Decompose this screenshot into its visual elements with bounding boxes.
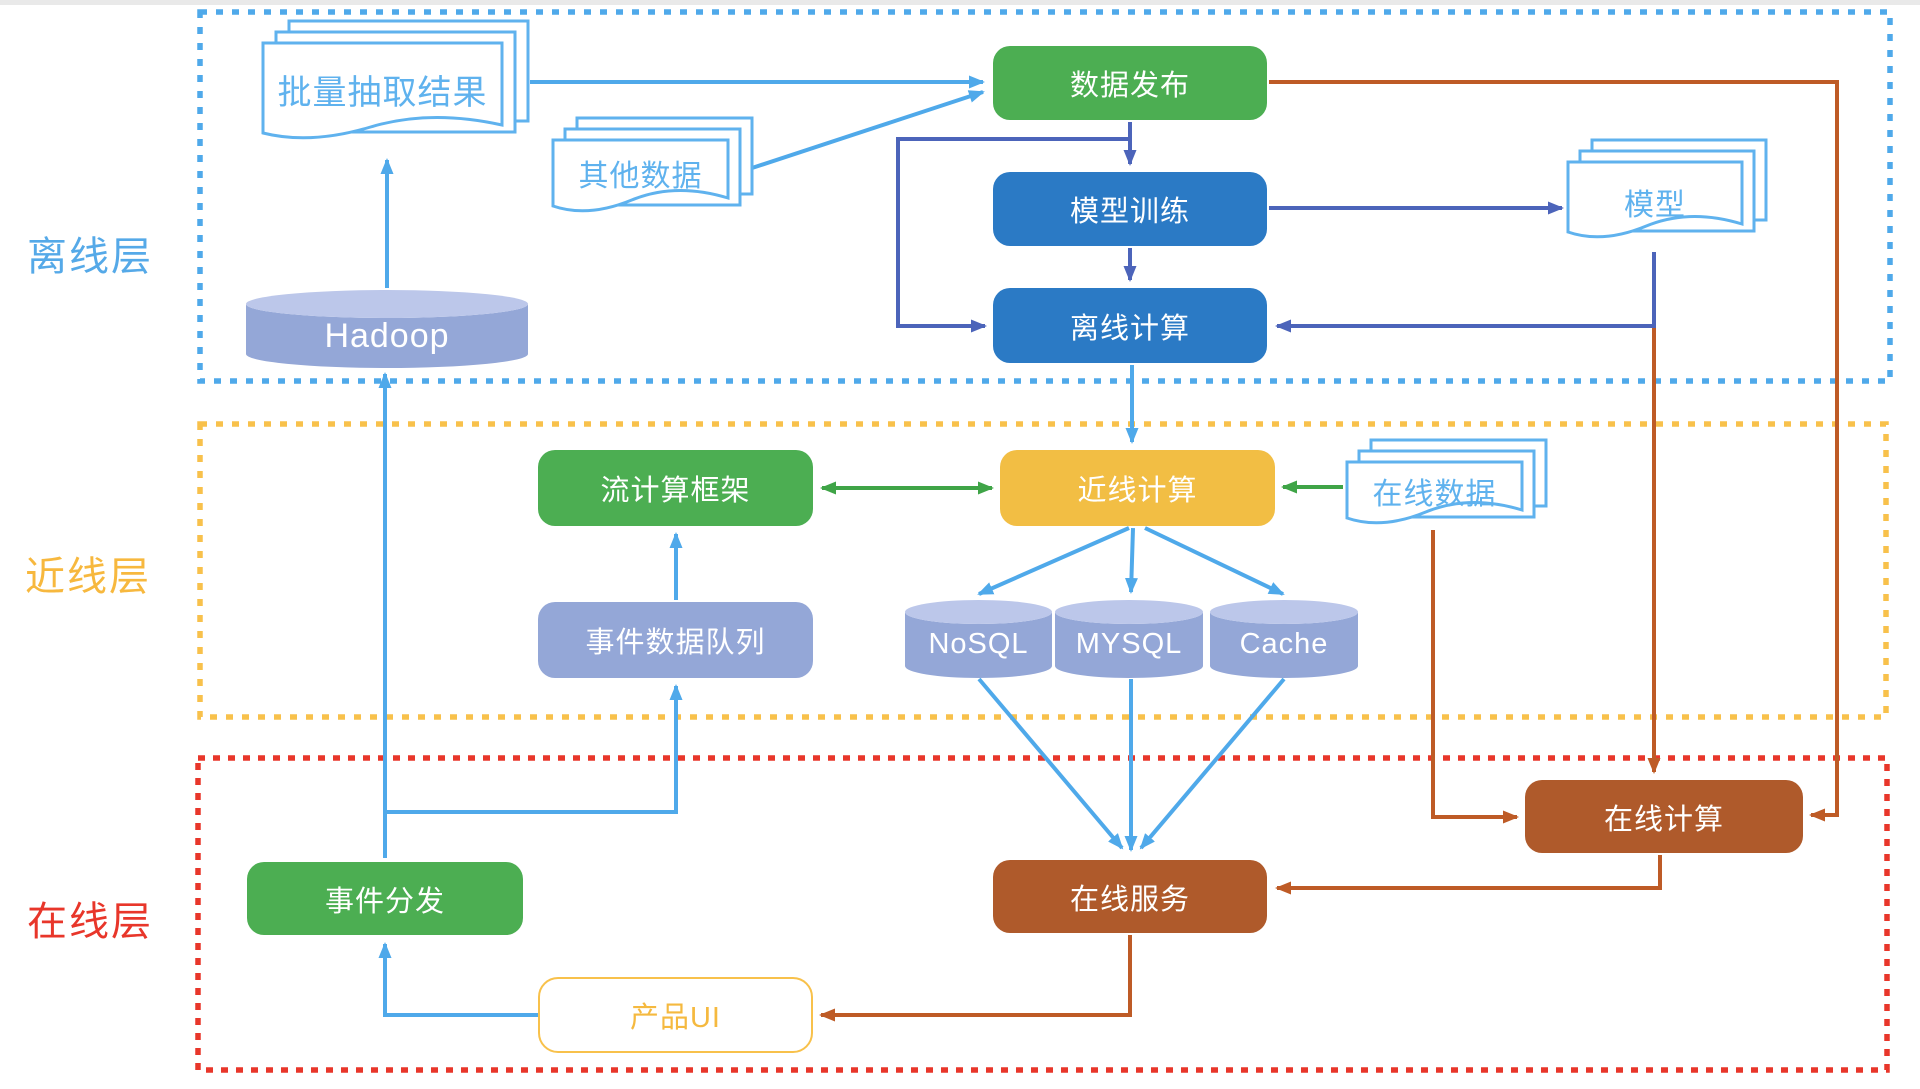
arrow-data-publish-to-offline-compute — [896, 137, 1130, 333]
arrow-event-dispatch-to-event-queue — [385, 684, 683, 814]
arrow-online-data-to-online-compute — [1431, 530, 1519, 824]
node-label: 事件分发 — [324, 885, 445, 918]
cylinder-mysql-label: MYSQL — [1075, 627, 1183, 660]
node-label: 模型训练 — [1069, 196, 1190, 228]
node-online-service: 在线服务 — [993, 860, 1267, 933]
doc-model-label: 模型 — [1624, 189, 1686, 222]
node-online-compute: 在线计算 — [1525, 780, 1803, 853]
cylinder-cache-label: Cache — [1239, 627, 1329, 660]
arrow-nearline-to-cache — [1144, 526, 1285, 596]
cylinder-nosql-label: NoSQL — [928, 627, 1029, 660]
node-event-dispatch: 事件分发 — [247, 862, 523, 935]
online-layer-label: 在线层 — [27, 900, 153, 944]
node-label: 近线计算 — [1077, 475, 1198, 507]
arrow-product-ui-to-event-dispatch — [378, 942, 540, 1017]
cylinder-cache — [1210, 600, 1358, 678]
cylinder-nosql — [905, 600, 1052, 678]
online-layer-border — [195, 755, 1890, 1073]
node-nearline-compute: 近线计算 — [1000, 450, 1275, 526]
lightblue-arrows — [378, 75, 1286, 1017]
node-label: 流计算框架 — [600, 475, 751, 507]
node-label: 在线计算 — [1603, 803, 1724, 836]
cylinder-hadoop-label: Hadoop — [324, 316, 450, 355]
arrow-model-to-offline-compute — [1275, 252, 1656, 333]
arrow-data-publish-to-online-compute — [1269, 80, 1839, 822]
doc-batch-extract-result — [261, 19, 530, 140]
doc-main-page — [261, 41, 504, 140]
node-label: 事件数据队列 — [585, 627, 766, 659]
offline-layer-border — [197, 9, 1893, 384]
nearline-layer-border — [197, 421, 1889, 720]
doc-model — [1566, 138, 1768, 239]
node-model-training: 模型训练 — [993, 172, 1267, 246]
doc-online-data — [1345, 438, 1548, 525]
doc-other-data — [551, 116, 754, 213]
nearline-layer-label: 近线层 — [25, 555, 151, 599]
doc-other-data-label: 其他数据 — [578, 160, 703, 193]
doc-main-page — [1566, 160, 1744, 239]
arrow-online-compute-to-online-service — [1275, 855, 1662, 895]
cylinder-mysql — [1055, 600, 1203, 678]
node-event-queue: 事件数据队列 — [538, 602, 813, 678]
doc-online-data-label: 在线数据 — [1372, 478, 1497, 511]
arrow-nearline-to-nosql — [977, 526, 1130, 596]
node-stream-framework: 流计算框架 — [538, 450, 813, 526]
offline-layer-label: 离线层 — [27, 235, 153, 279]
node-label: 离线计算 — [1069, 312, 1190, 345]
node-label: 在线服务 — [1069, 883, 1190, 916]
orange-arrows — [819, 80, 1839, 1022]
doc-main-page — [1345, 460, 1524, 525]
arrow-nosql-to-online-service — [977, 677, 1124, 850]
node-product-ui: 产品UI — [538, 977, 813, 1053]
arrow-other-data-to-data-publish — [751, 90, 985, 170]
cylinder-hadoop — [246, 290, 528, 368]
window-top-strip — [0, 0, 1920, 5]
node-label: 产品UI — [629, 1002, 721, 1034]
arrow-nearline-to-mysql — [1124, 527, 1138, 594]
doc-batch-extract-label: 批量抽取结果 — [277, 73, 488, 112]
arrow-online-service-to-product-ui — [819, 935, 1132, 1022]
arrow-cache-to-online-service — [1139, 677, 1286, 850]
doc-main-page — [551, 138, 730, 213]
slate-arrows — [896, 122, 1656, 333]
node-offline-compute: 离线计算 — [993, 288, 1267, 363]
node-data-publish: 数据发布 — [993, 46, 1267, 120]
node-label: 数据发布 — [1069, 70, 1190, 102]
green-arrows — [820, 480, 1343, 495]
